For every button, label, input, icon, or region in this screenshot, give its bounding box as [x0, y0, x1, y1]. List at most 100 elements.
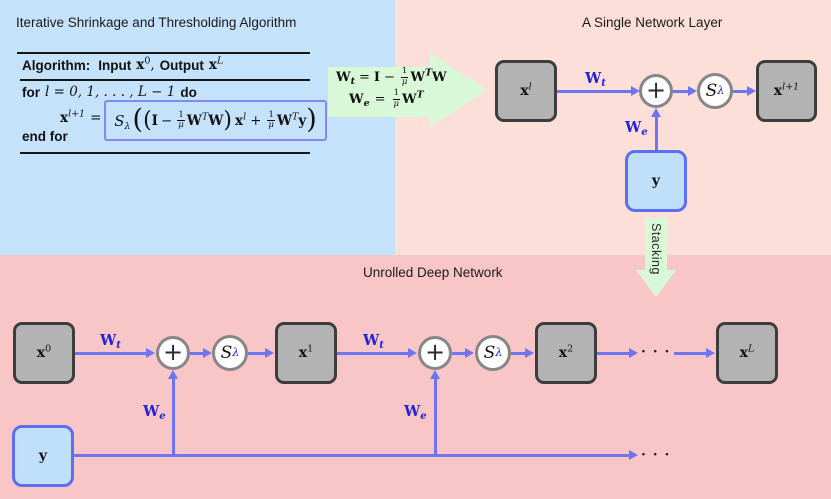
for-keyword: for [22, 84, 40, 100]
node-xl1: xl+1 [756, 60, 817, 122]
arrow-head-icon [747, 85, 756, 96]
algorithm-header-line: Algorithm: Input x0, Output xL [22, 55, 224, 73]
We-label-single: We [625, 119, 648, 138]
arrow-head-icon [167, 370, 178, 379]
We-frac-den: μ [393, 98, 400, 109]
ellipsis-top: · · · [641, 344, 671, 360]
Wt-def-base: W [336, 69, 351, 85]
Wt-W2: W [432, 69, 447, 85]
algorithm-rule-top [17, 52, 310, 54]
node-x2-sup: 2 [567, 343, 574, 355]
We-label-sub: e [641, 127, 648, 138]
Wt-WT-sup: T [424, 67, 433, 79]
arrow-head-icon [429, 370, 440, 379]
arrow-head-icon [146, 347, 155, 358]
Wt2-base: W [363, 332, 380, 349]
W1-sup: T [201, 111, 209, 122]
Wt2-sub: t [379, 340, 384, 351]
arrow-head-icon [465, 347, 474, 358]
WTW-term: WTW [186, 111, 224, 129]
unrolled-title: Unrolled Deep Network [363, 265, 503, 280]
W1-after: W [208, 112, 224, 129]
Wt1-base: W [100, 332, 117, 349]
node-xL: xL [716, 322, 778, 384]
node-xl1-base: x [773, 83, 783, 99]
xl-base: x [235, 112, 244, 129]
node-xl-label: xl [520, 82, 531, 99]
arrow-head-icon [688, 85, 697, 96]
plus-icon: + [645, 76, 667, 104]
update-equals: = [90, 110, 102, 126]
arrow-head-icon [525, 347, 534, 358]
Wt1-sub: t [116, 340, 121, 351]
single-layer-title: A Single Network Layer [582, 15, 723, 30]
edge-x1-to-sum2 [337, 351, 409, 355]
node-xl: xl [495, 60, 557, 122]
update-lhs: xl+1 = [60, 108, 102, 126]
node-x0: x0 [13, 322, 75, 384]
We-def-sub: e [363, 97, 370, 109]
paren-outer-open: ( [132, 104, 144, 136]
We-def-equals: = [374, 91, 386, 107]
paren-outer-close: ) [306, 104, 317, 136]
output-var-sup: L [216, 55, 224, 67]
region-single-layer-bg [395, 0, 831, 255]
arrow-head-icon [629, 347, 638, 358]
frac1-den: μ [178, 120, 184, 130]
output-var-base: x [208, 57, 217, 73]
We2-base: W [404, 403, 421, 420]
edge-bus-to-sum2 [433, 379, 437, 455]
node-y-label: y [38, 448, 48, 464]
node-x0-base: x [36, 345, 46, 361]
arrow-head-icon [265, 347, 274, 358]
header-comma: , [150, 57, 155, 73]
node-x1-base: x [298, 345, 308, 361]
Wt-label-2: Wt [363, 332, 384, 351]
Wt-label-base: W [585, 70, 602, 87]
We-label-2: We [404, 403, 427, 422]
edge-dots-to-xL [674, 351, 707, 355]
node-x1-label: x1 [298, 343, 314, 361]
minus-sign: − [161, 112, 173, 129]
Wt-def-sub: t [350, 75, 355, 87]
edge-sum1-to-shrink1 [190, 351, 204, 355]
node-y-label: y [651, 173, 661, 189]
Wt-label-sub: t [601, 78, 606, 89]
edge-shrink-to-xl1 [733, 89, 748, 93]
W1-base: W [186, 112, 202, 129]
Wt-label-single: Wt [585, 70, 606, 89]
Wt-frac-den: μ [401, 76, 408, 87]
node-x1-sup: 1 [307, 343, 314, 355]
node-y-unrolled: y [12, 425, 74, 487]
We2-sub: e [420, 411, 427, 422]
update-lhs-sup: l+1 [68, 108, 86, 120]
input-keyword: Input [98, 57, 132, 73]
node-x2-label: x2 [558, 343, 574, 361]
node-x2-base: x [558, 345, 568, 361]
edge-sum-to-shrink [673, 89, 689, 93]
We-def-WT: WT [402, 90, 424, 107]
shrinkage-lambda: λ [124, 120, 131, 132]
edge-shrink1-to-x1 [248, 351, 266, 355]
We-def-lhs: We [349, 92, 370, 109]
plus-sign-eq: + [250, 112, 262, 129]
Wt-def-I: I [373, 69, 380, 85]
shrinkage-S-icon: S [483, 343, 496, 363]
plus-icon: + [424, 338, 446, 366]
edge-xl-to-sum [557, 89, 632, 93]
Wt-frac-num: 1 [400, 66, 409, 78]
node-xL-base: x [739, 345, 749, 361]
sum-node-2: + [418, 336, 452, 370]
arrow-head-icon [631, 85, 640, 96]
input-var-base: x [136, 57, 145, 73]
edge-shrink2-to-x2 [511, 351, 526, 355]
node-x0-sup: 0 [45, 343, 52, 355]
We-label-base: W [625, 119, 642, 136]
node-x0-label: x0 [36, 343, 52, 361]
shrinkage-S-icon: S [220, 343, 233, 363]
